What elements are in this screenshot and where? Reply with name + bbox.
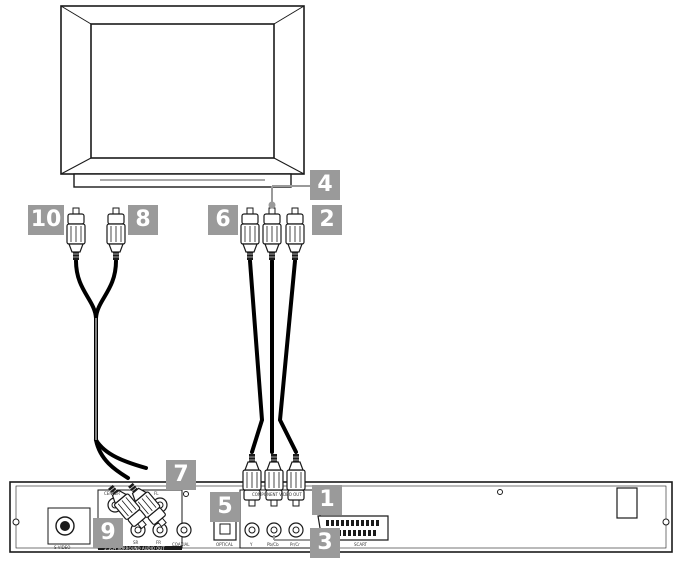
callout-2: 2 (312, 205, 342, 235)
pr-label: Pr/Cr (290, 542, 300, 547)
fl-label: FL (154, 491, 159, 496)
scart-label: SCART (354, 542, 367, 547)
sr-label: SR (133, 540, 139, 545)
surround-out-label: 5.1CH SURROUND AUDIO OUT (104, 546, 165, 551)
rca-plug-component-pb (264, 453, 284, 507)
callout-7: 7 (166, 460, 196, 490)
callout-10: 10 (28, 205, 64, 235)
component-out-label: COMPONENT VIDEO OUT (252, 492, 302, 497)
rca-plug-6 (240, 207, 260, 261)
audio-cable-pair (74, 259, 148, 480)
rca-plug-component-pr (286, 453, 306, 507)
svideo-label: S-VIDEO (54, 545, 71, 550)
rca-plug-10 (66, 207, 86, 261)
callout-3: 3 (310, 528, 340, 558)
coaxial-label: COAXIAL (172, 542, 190, 547)
tv-set (60, 5, 305, 188)
component-cable-bundle (248, 259, 298, 454)
rca-plug-4 (262, 207, 282, 261)
y-label: Y (250, 542, 253, 547)
callout-6: 6 (208, 205, 238, 235)
center-label: CENTER (104, 491, 121, 496)
optical-label: OPTICAL (216, 542, 233, 547)
rca-plug-component-y (242, 453, 262, 507)
fr-label: FR (156, 540, 162, 545)
callout-1: 1 (312, 485, 342, 515)
callout-5: 5 (210, 492, 240, 522)
rca-plug-2 (285, 207, 305, 261)
rca-plug-8 (106, 207, 126, 261)
callout-4-leader (268, 185, 310, 209)
callout-3-leader (273, 535, 310, 541)
callout-9: 9 (93, 518, 123, 548)
callout-4: 4 (310, 170, 340, 200)
pb-label: Pb/Cb (267, 542, 279, 547)
callout-8: 8 (128, 205, 158, 235)
